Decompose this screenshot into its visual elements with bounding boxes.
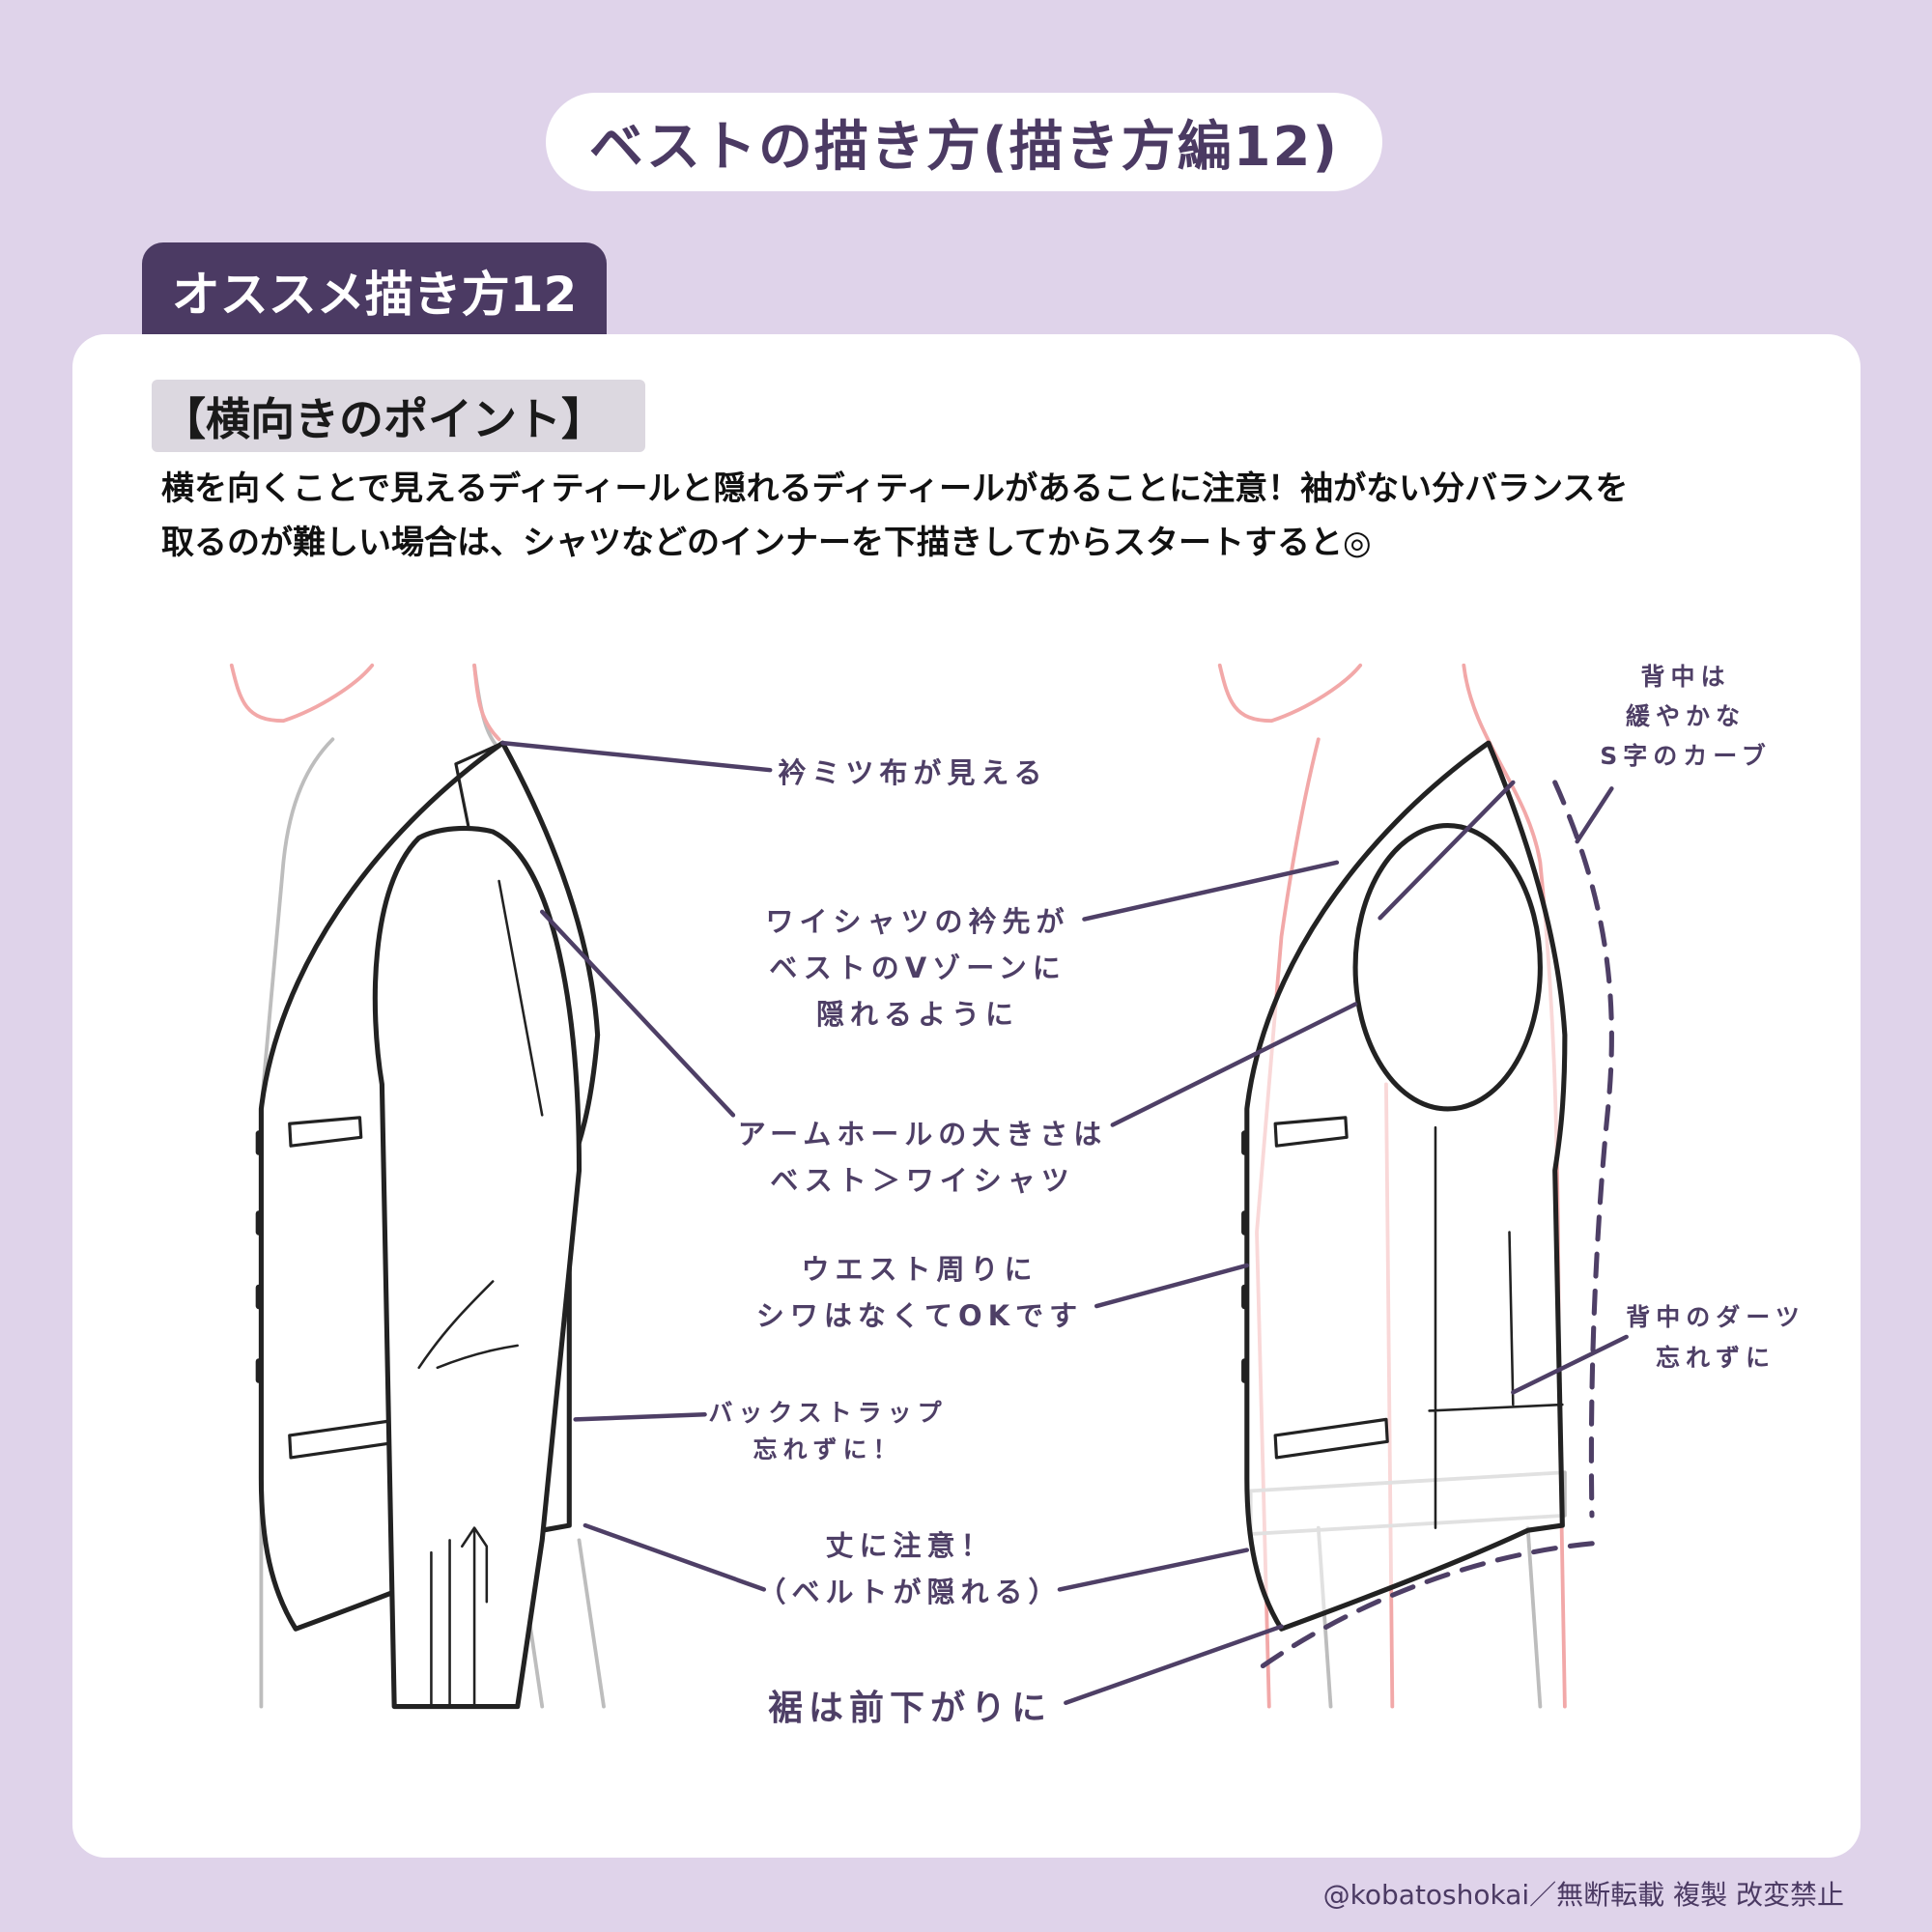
label-collar-cloth: 衿ミツ布が見える xyxy=(778,756,1048,789)
label-line: 緩やかな xyxy=(1625,702,1747,730)
label-line: 隠れるように xyxy=(815,998,1020,1031)
label-line: S字のカーブ xyxy=(1600,742,1772,770)
description-line: 横を向くことで見えるディティールと隠れるディティールがあることに注意！袖がない分… xyxy=(161,469,1629,508)
label-back-strap: バックストラップ 忘れずに！ xyxy=(708,1395,947,1468)
copyright-footer: @kobatoshokai／無断転載 複製 改変禁止 xyxy=(1322,1879,1844,1911)
label-hem: 裾は前下がりに xyxy=(767,1689,1053,1728)
label-line: シワはなくてOKです xyxy=(755,1299,1084,1332)
label-back-darts: 背中のダーツ 忘れずに xyxy=(1626,1297,1805,1378)
description-line: 取るのが難しい場合は、シャツなどのインナーを下描きしてからスタートすると◎ xyxy=(161,524,1372,562)
label-length: 丈に注意！ （ベルトが隠れる） xyxy=(757,1522,1062,1615)
label-line: （ベルトが隠れる） xyxy=(757,1576,1063,1608)
description: 横を向くことで見えるディティールと隠れるディティールがあることに注意！袖がない分… xyxy=(161,462,1804,570)
label-line: ウエスト周りに xyxy=(801,1253,1038,1286)
label-back-curve: 背中は 緩やかな S字のカーブ xyxy=(1600,657,1772,776)
label-line: 背中のダーツ xyxy=(1626,1303,1805,1331)
label-shirt-collar: ワイシャツの衿先が ベストのVゾーンに 隠れるように xyxy=(765,898,1069,1037)
label-line: 忘れずに xyxy=(1655,1344,1776,1372)
label-line: 忘れずに！ xyxy=(753,1435,903,1463)
label-line: ベスト＞ワイシャツ xyxy=(770,1164,1075,1197)
leader-lines xyxy=(500,740,1629,1705)
section-tab: オススメ描き方12 xyxy=(142,242,607,339)
label-line: バックストラップ xyxy=(708,1399,948,1427)
label-line: ワイシャツの衿先が xyxy=(765,905,1070,938)
label-line: 丈に注意！ xyxy=(825,1529,995,1562)
label-waist: ウエスト周りに シワはなくてOKです xyxy=(756,1246,1083,1339)
label-armhole: アームホールの大きさは ベスト＞ワイシャツ xyxy=(738,1111,1107,1204)
label-line: 背中は xyxy=(1640,663,1731,691)
label-line: ベストのVゾーンに xyxy=(769,952,1066,984)
back-curve-guide xyxy=(1552,780,1614,1519)
page-title: ベストの描き方(描き方編12) xyxy=(546,93,1382,191)
left-vest xyxy=(255,740,601,1710)
section-heading: 【横向きのポイント】 xyxy=(152,380,645,452)
hem-guide xyxy=(1260,1540,1605,1669)
label-line: アームホールの大きさは xyxy=(737,1118,1108,1151)
